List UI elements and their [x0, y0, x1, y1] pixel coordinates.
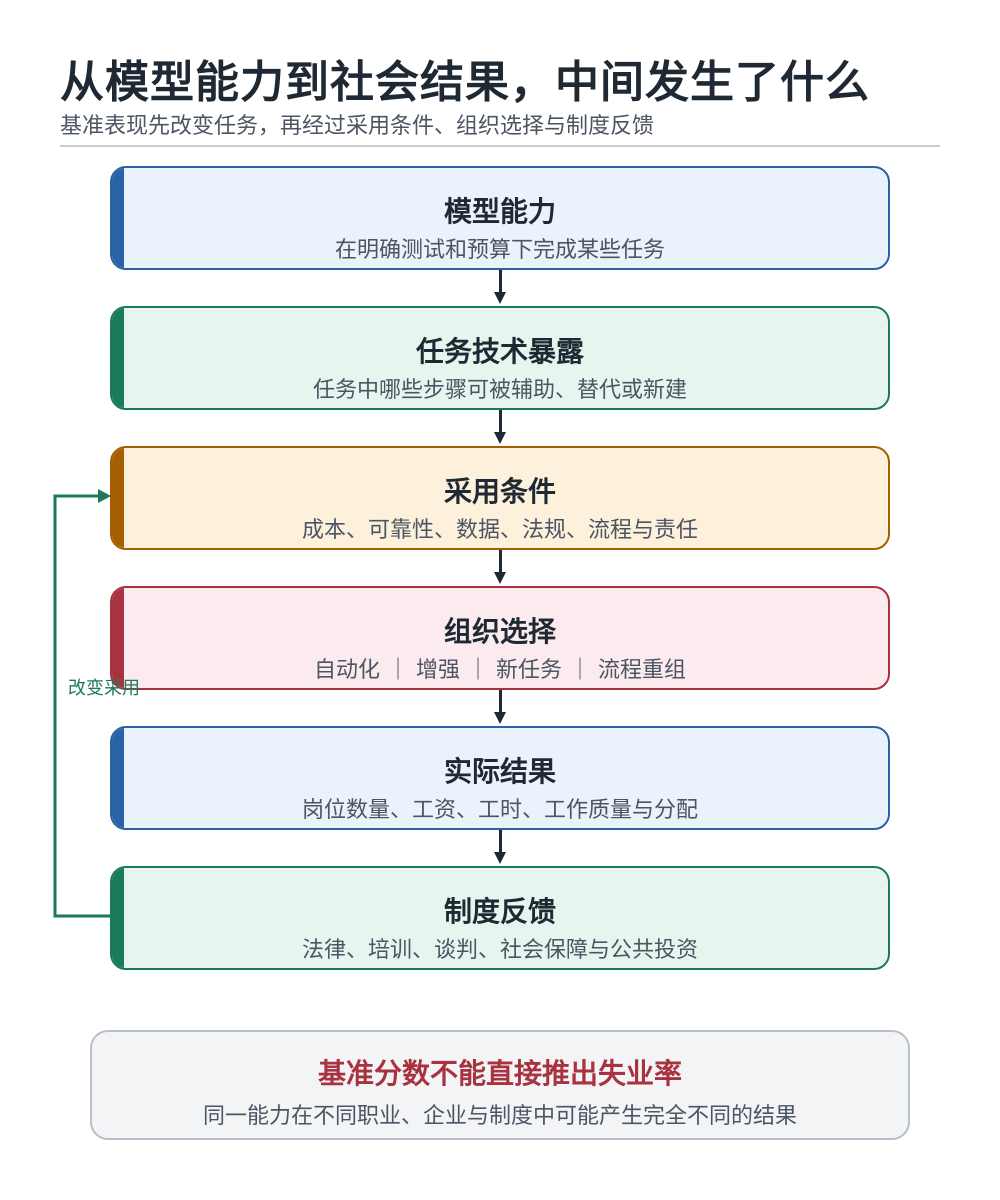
arrow-down-icon [494, 550, 506, 586]
stage-institutional-feedback: 制度反馈 法律、培训、谈判、社会保障与公共投资 [110, 866, 890, 970]
page-subtitle: 基准表现先改变任务，再经过采用条件、组织选择与制度反馈 [60, 114, 655, 139]
arrow-down-icon [494, 270, 506, 306]
callout-note: 基准分数不能直接推出失业率 同一能力在不同职业、企业与制度中可能产生完全不同的结… [90, 1030, 910, 1140]
stage-accent-bar [112, 728, 124, 828]
stage-description: 成本、可靠性、数据、法规、流程与责任 [301, 518, 698, 543]
stage-description: 任务中哪些步骤可被辅助、替代或新建 [312, 378, 687, 403]
stage-accent-bar [112, 868, 124, 968]
stage-title: 任务技术暴露 [415, 335, 584, 368]
feedback-arrow-head-icon [98, 489, 111, 503]
arrow-down-icon [494, 830, 506, 866]
title-divider [60, 145, 940, 147]
stage-description: 法律、培训、谈判、社会保障与公共投资 [301, 938, 698, 963]
stage-title: 实际结果 [443, 755, 556, 788]
stage-task-exposure: 任务技术暴露 任务中哪些步骤可被辅助、替代或新建 [110, 306, 890, 410]
stage-title: 模型能力 [443, 195, 556, 228]
arrow-down-icon [494, 410, 506, 446]
stage-accent-bar [112, 448, 124, 548]
feedback-loop-line [53, 494, 110, 918]
stage-accent-bar [112, 308, 124, 408]
feedback-loop-label: 改变采用 [68, 678, 140, 699]
stage-title: 组织选择 [443, 615, 556, 648]
page-title: 从模型能力到社会结果，中间发生了什么 [60, 57, 870, 108]
note-title: 基准分数不能直接推出失业率 [317, 1057, 682, 1090]
stage-title: 制度反馈 [443, 895, 556, 928]
stage-description: 岗位数量、工资、工时、工作质量与分配 [301, 798, 698, 823]
stage-description: 自动化 ｜ 增强 ｜ 新任务 ｜ 流程重组 [314, 658, 686, 683]
stage-model-capability: 模型能力 在明确测试和预算下完成某些任务 [110, 166, 890, 270]
stage-organizational-choice: 组织选择 自动化 ｜ 增强 ｜ 新任务 ｜ 流程重组 [110, 586, 890, 690]
stage-accent-bar [112, 588, 124, 688]
stage-adoption-conditions: 采用条件 成本、可靠性、数据、法规、流程与责任 [110, 446, 890, 550]
note-description: 同一能力在不同职业、企业与制度中可能产生完全不同的结果 [202, 1104, 797, 1129]
stage-accent-bar [112, 168, 124, 268]
stage-description: 在明确测试和预算下完成某些任务 [334, 238, 665, 263]
arrow-down-icon [494, 690, 506, 726]
stage-actual-outcomes: 实际结果 岗位数量、工资、工时、工作质量与分配 [110, 726, 890, 830]
stage-title: 采用条件 [443, 475, 556, 508]
